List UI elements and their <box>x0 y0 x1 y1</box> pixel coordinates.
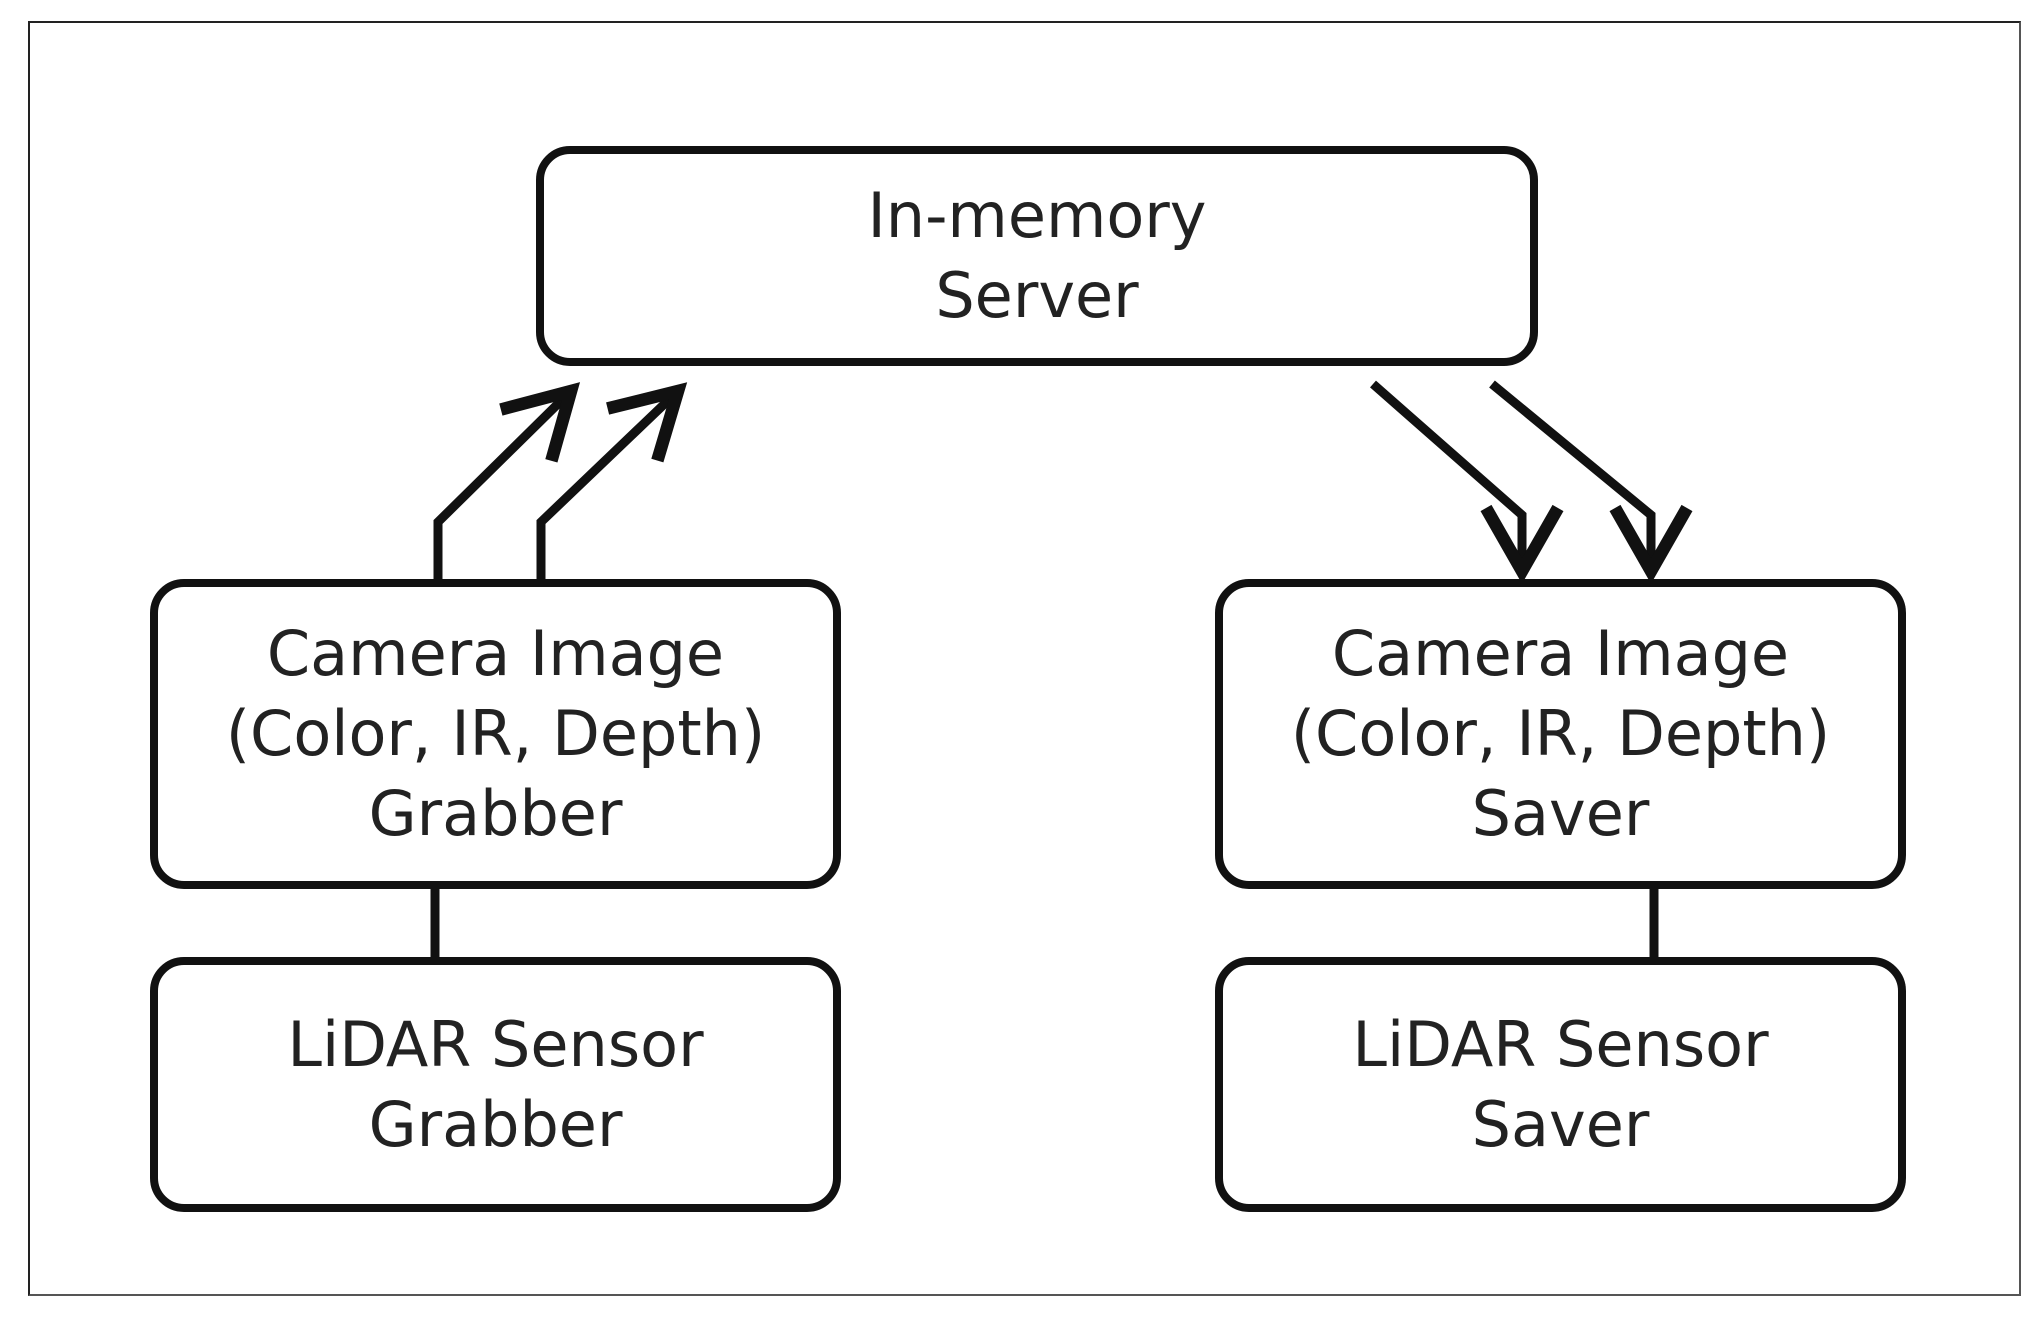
node-label-line: Camera Image <box>1331 617 1790 690</box>
node-label-line: (Color, IR, Depth) <box>1290 697 1831 770</box>
node-label-line: Saver <box>1471 777 1650 850</box>
node-label-line: Grabber <box>368 777 623 850</box>
arrow-camera-grabber-to-server <box>433 382 581 580</box>
in-memory-server-node: In-memory Server <box>536 146 1538 366</box>
node-label-line: Server <box>935 259 1139 332</box>
camera-image-saver-node: Camera Image (Color, IR, Depth) Saver <box>1215 579 1906 889</box>
arrow-server-to-camera-saver <box>1370 380 1564 584</box>
node-label-line: Camera Image <box>266 617 725 690</box>
camera-image-grabber-node: Camera Image (Color, IR, Depth) Grabber <box>150 579 841 889</box>
lidar-sensor-grabber-node: LiDAR Sensor Grabber <box>150 957 841 1212</box>
node-label-line: Grabber <box>368 1087 623 1161</box>
node-label-line: Saver <box>1471 1087 1650 1161</box>
arrow-server-to-lidar-saver <box>1489 380 1693 584</box>
lidar-sensor-saver-node: LiDAR Sensor Saver <box>1215 957 1906 1212</box>
node-label-line: In-memory <box>867 179 1207 252</box>
node-label-line: LiDAR Sensor <box>1352 1007 1769 1081</box>
node-label-line: (Color, IR, Depth) <box>225 697 766 770</box>
arrow-lidar-grabber-to-server <box>536 382 688 580</box>
node-label-line: LiDAR Sensor <box>287 1007 704 1081</box>
